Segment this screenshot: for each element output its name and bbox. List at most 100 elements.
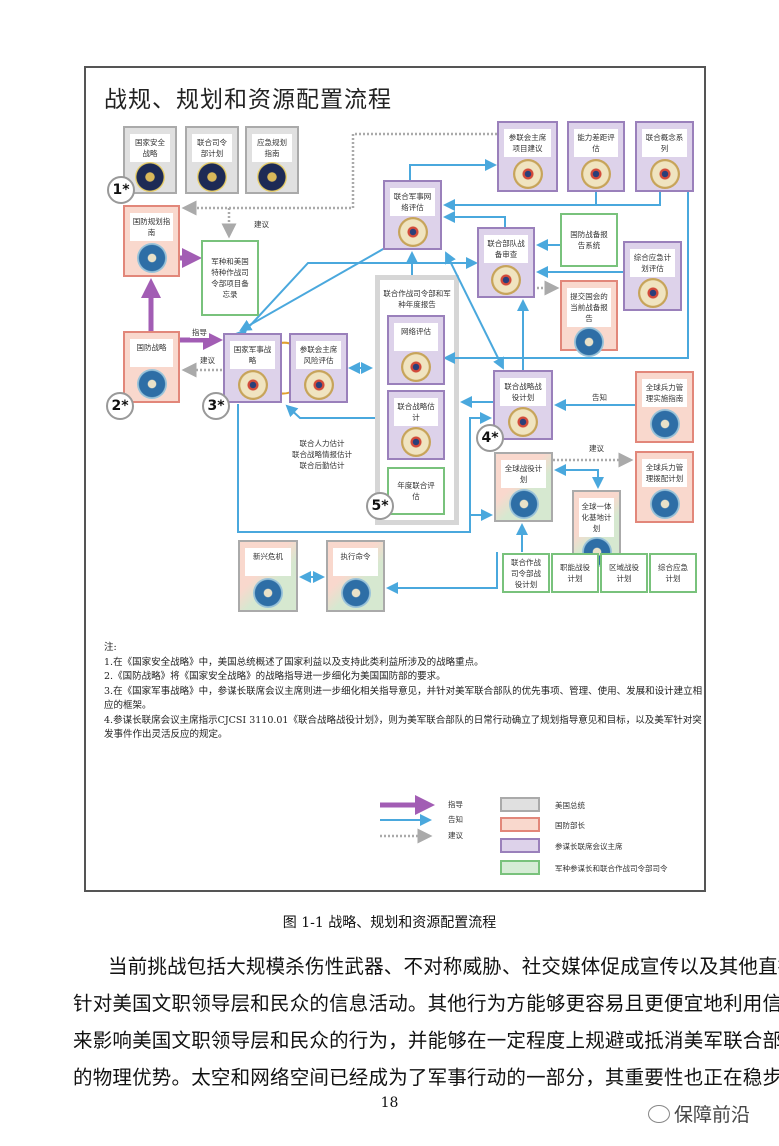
body-text-line: 来影响美国文职领导层和民众的行为，并能够在一定程度上规避或抵消美军联合部队 (73, 1029, 779, 1052)
node-seal-band (125, 162, 175, 192)
node-cpg: 应急规划指南 (245, 126, 299, 194)
node-gfmig: 全球兵力管理实施指南 (635, 371, 694, 443)
page-number: 18 (380, 1095, 399, 1111)
dod-seal-icon (649, 409, 680, 439)
dod-seal-icon (136, 243, 167, 273)
node-aja: 年度联合评估 (387, 467, 445, 515)
node-seal-band (569, 157, 623, 190)
dod-seal-icon (340, 578, 371, 608)
node-cpr: 参联会主席项目建议 (497, 121, 558, 192)
node-label: 网络评估 (394, 323, 438, 351)
watermark: 保障前沿 (648, 1100, 750, 1127)
node-label: 国家安全战略 (130, 134, 170, 162)
dod-seal-icon (649, 489, 680, 519)
node-label: 区域战役计划 (606, 559, 642, 587)
node-jmna: 联合军事网络评估 (383, 180, 442, 250)
node-netass: 网络评估 (387, 315, 445, 385)
node-label: 执行命令 (333, 548, 378, 576)
node-label: 联合司令部计划 (192, 134, 232, 162)
legend-box-label: 美国总统 (555, 801, 585, 810)
president-seal-icon (257, 162, 287, 192)
body-text-line: 当前挑战包括大规模杀伤性武器、不对称威胁、社交媒体促成宣传以及其他直接 (108, 955, 779, 978)
node-seal-band (240, 576, 296, 610)
node-seal-band (225, 369, 280, 401)
node-dpg: 国防规划指南 (123, 205, 180, 277)
note-item: 2.《国防战略》将《国家安全战略》的战略指导进一步细化为美国国防部的要求。 (104, 671, 446, 682)
node-label: 军种和美国特种作战司令部项目备忘录 (207, 246, 253, 310)
legend-arrow-label: 建议 (448, 831, 463, 840)
legend-arrow-label: 告知 (448, 815, 463, 824)
node-nds: 国防战略 (123, 331, 180, 403)
cjcs-seal-icon (303, 370, 334, 400)
step-marker-1: 1* (107, 176, 135, 204)
node-label: 综合应急计划 (655, 559, 691, 587)
node-rtc: 提交国会的当前战备报告 (560, 280, 618, 357)
node-label: 联合战略战役计划 (500, 378, 546, 406)
node-label: 参联会主席项目建议 (504, 129, 551, 157)
node-label: 年度联合评估 (393, 473, 439, 509)
arrow-label-inform: 告知 (590, 392, 609, 403)
node-seal-band (389, 426, 443, 458)
dod-seal-icon (508, 489, 539, 519)
body-text-line: 针对美国文职领导层和民众的信息活动。其他行为方能够更容易且更便宜地利用信息 (73, 992, 779, 1015)
dod-seal-icon (136, 369, 167, 399)
node-seal-band (328, 576, 383, 610)
legend-swatch (500, 817, 540, 832)
node-label: 全球兵力管理实施指南 (642, 379, 687, 407)
node-label: 参联会主席风险评估 (296, 341, 341, 369)
node-label: 联合部队战备审查 (484, 235, 528, 263)
president-seal-icon (197, 162, 227, 192)
node-cra: 参联会主席风险评估 (289, 333, 348, 403)
notes-heading: 注: (104, 642, 117, 653)
node-seal-band (247, 162, 297, 192)
estimate-item: 联合战略情报估计 (292, 450, 352, 459)
legend-swatch (500, 797, 540, 812)
node-pom: 军种和美国特种作战司令部项目备忘录 (201, 240, 259, 316)
node-label: 国防规划指南 (130, 213, 173, 241)
step-marker-5: 5* (366, 492, 394, 520)
node-label: 能力差距评估 (574, 129, 618, 157)
dod-seal-icon (253, 578, 283, 608)
body-text-line: 的物理优势。太空和网络空间已经成为了军事行动的一部分，其重要性也正在稳步提 (73, 1066, 779, 1089)
node-ucp: 联合司令部计划 (185, 126, 239, 194)
estimate-item: 联合后勤估计 (299, 461, 345, 470)
estimate-item: 联合人力估计 (299, 439, 345, 448)
cjcs-seal-icon (649, 158, 680, 189)
legend-box-label: 国防部长 (555, 821, 585, 830)
node-label: 全球战役计划 (501, 460, 546, 488)
node-label: 国防战略 (130, 339, 173, 367)
president-seal-icon (135, 162, 165, 192)
wechat-icon (648, 1104, 670, 1123)
step-marker-2: 2* (106, 392, 134, 420)
diagram-notes: 注: 1.在《国家安全战略》中，美国总统概述了国家利益以及支持此类利益所涉及的战… (104, 641, 704, 743)
node-seal-band (499, 157, 556, 190)
arrow-label-guide: 指导 (190, 327, 209, 338)
node-label: 综合应急计划评估 (630, 249, 675, 277)
figure-caption: 图 1-1 战略、规划和资源配置流程 (282, 915, 497, 931)
legend-swatch (500, 838, 540, 853)
node-ccp: 联合作战司令部战役计划 (502, 553, 550, 593)
node-seal-band (496, 488, 551, 520)
cjcs-seal-icon (637, 278, 668, 308)
node-fcp: 职能战役计划 (551, 553, 599, 593)
legend-box-label: 军种参谋长和联合作战司令部司令 (555, 864, 668, 873)
node-nms: 国家军事战略 (223, 333, 282, 403)
note-item: 1.在《国家安全战略》中，美国总统概述了国家利益以及支持此类利益所涉及的战略重点… (104, 656, 484, 668)
cjcs-seal-icon (491, 264, 521, 295)
node-ccpa: 综合应急计划评估 (623, 241, 682, 311)
cjcs-seal-icon (581, 158, 611, 189)
node-label: 应急规划指南 (252, 134, 292, 162)
node-seal-band (562, 327, 616, 357)
cjcs-seal-icon (508, 407, 538, 437)
node-seal-band (495, 406, 551, 438)
node-seal-band (637, 487, 692, 521)
node-crisis: 新兴危机 (238, 540, 298, 612)
estimates-list: 联合人力估计 联合战略情报估计 联合后勤估计 (272, 438, 372, 471)
node-label: 国防战备报告系统 (566, 219, 612, 261)
node-seal-band (479, 263, 533, 296)
dod-seal-icon (574, 327, 604, 357)
arrow-label-advise: 建议 (587, 443, 606, 454)
node-seal-band (637, 157, 692, 190)
step-marker-3: 3* (202, 392, 230, 420)
note-item: 3.在《国家军事战略》中，参谋长联席会议主席则进一步细化相关指导意见，并针对美军… (104, 685, 703, 712)
